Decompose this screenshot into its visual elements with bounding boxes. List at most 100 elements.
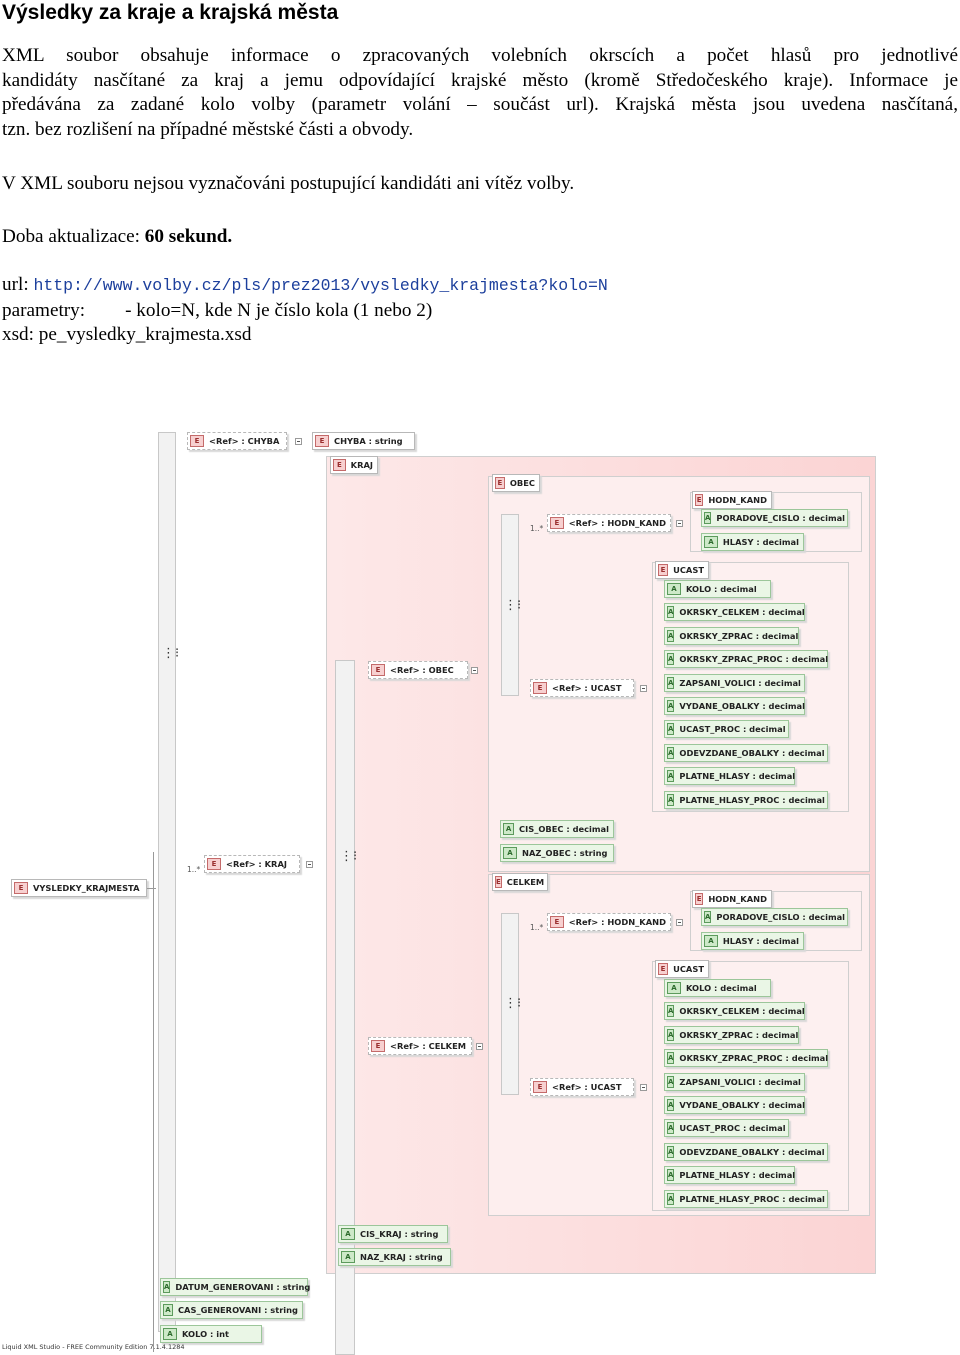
chyba-element-box[interactable]: E CHYBA : string xyxy=(312,432,415,450)
attribute-icon: A xyxy=(667,1076,675,1088)
collapse-icon[interactable] xyxy=(306,861,313,868)
attribute-icon: A xyxy=(667,1193,675,1205)
celkem-element-label: CELKEM xyxy=(506,877,545,887)
attribute-icon: A xyxy=(704,512,712,524)
attribute-icon: A xyxy=(667,1146,675,1158)
attribute-icon: A xyxy=(667,1169,675,1181)
root-element-label: VYSLEDKY_KRAJMESTA xyxy=(33,883,140,893)
hodn-kand-ref-box[interactable]: E<Ref> : HODN_KAND xyxy=(547,514,671,532)
chyba-element-label: CHYBA : string xyxy=(334,436,403,446)
params-value: - kolo=N, kde N je číslo kola (1 nebo 2) xyxy=(125,300,433,321)
xsd-value: pe_vysledky_krajmesta.xsd xyxy=(38,324,252,345)
naz-obec-attr[interactable]: A NAZ_OBEC : string xyxy=(500,844,614,862)
element-icon: E xyxy=(371,664,385,676)
obec-sequence-bar xyxy=(501,514,519,696)
collapse-icon[interactable] xyxy=(640,1084,647,1091)
hodn-kand-element-box[interactable]: E HODN_KAND xyxy=(692,491,772,509)
element-icon: E xyxy=(315,435,329,447)
naz-obec-label: NAZ_OBEC : string xyxy=(522,848,608,858)
attribute-icon: A xyxy=(163,1281,171,1293)
celkem-ref-box[interactable]: E<Ref> : CELKEM xyxy=(368,1037,472,1055)
update-label: Doba aktualizace: xyxy=(2,226,145,247)
attribute-icon: A xyxy=(163,1328,177,1340)
attribute-icon: A xyxy=(667,583,681,595)
obec-element-label: OBEC xyxy=(509,478,535,488)
hodn-kand-multiplicity-2: 1..* xyxy=(530,923,544,932)
element-icon: E xyxy=(550,916,564,928)
element-icon: E xyxy=(190,435,204,447)
attribute-icon: A xyxy=(667,1005,675,1017)
obec-ref-box[interactable]: E<Ref> : OBEC xyxy=(368,661,468,679)
attribute-icon: A xyxy=(503,847,517,859)
kraj-multiplicity: 1..* xyxy=(187,865,201,874)
collapse-icon[interactable] xyxy=(676,919,683,926)
attribute-icon: A xyxy=(667,723,675,735)
intro-line-1: XML soubor obsahuje informace o zpracova… xyxy=(2,45,958,66)
sequence-icon: ⋮⁝ xyxy=(340,849,358,864)
collapse-icon[interactable] xyxy=(471,667,478,674)
collapse-icon[interactable] xyxy=(295,438,302,445)
element-icon: E xyxy=(371,1040,385,1052)
collapse-icon[interactable] xyxy=(476,1043,483,1050)
element-icon: E xyxy=(495,876,502,888)
chyba-ref-box[interactable]: E<Ref> : CHYBA xyxy=(187,432,287,450)
kraj-element-label: KRAJ xyxy=(350,460,373,470)
intro-line-2: kandidáty nasčítané za kraj a jemu odpov… xyxy=(2,69,958,91)
attribute-icon: A xyxy=(667,630,675,642)
sequence-icon: ⋮⁝ xyxy=(504,996,522,1011)
collapse-icon[interactable] xyxy=(676,520,683,527)
kraj-element-box[interactable]: E KRAJ xyxy=(330,456,378,474)
diagram-footer: Liquid XML Studio - FREE Community Editi… xyxy=(2,1343,185,1351)
update-value: 60 sekund. xyxy=(144,226,233,247)
element-icon: E xyxy=(550,517,564,529)
ucast-ref-box[interactable]: E<Ref> : UCAST xyxy=(530,679,634,697)
element-icon: E xyxy=(695,494,704,506)
hodn-kand-element-label: HODN_KAND xyxy=(708,495,767,505)
element-icon: E xyxy=(333,459,346,471)
ucast-ref-box-2[interactable]: E<Ref> : UCAST xyxy=(530,1078,634,1096)
url-link[interactable]: http://www.volby.cz/pls/prez2013/vysledk… xyxy=(33,276,608,295)
collapse-icon[interactable] xyxy=(640,685,647,692)
attribute-icon: A xyxy=(667,1122,675,1134)
attribute-icon: A xyxy=(667,677,675,689)
celkem-element-box[interactable]: E CELKEM xyxy=(492,873,548,891)
attribute-icon: A xyxy=(704,935,718,947)
hodn-kand-ref-box-2[interactable]: E<Ref> : HODN_KAND xyxy=(547,913,671,931)
kraj-ref-box[interactable]: E<Ref> : KRAJ xyxy=(204,855,300,873)
